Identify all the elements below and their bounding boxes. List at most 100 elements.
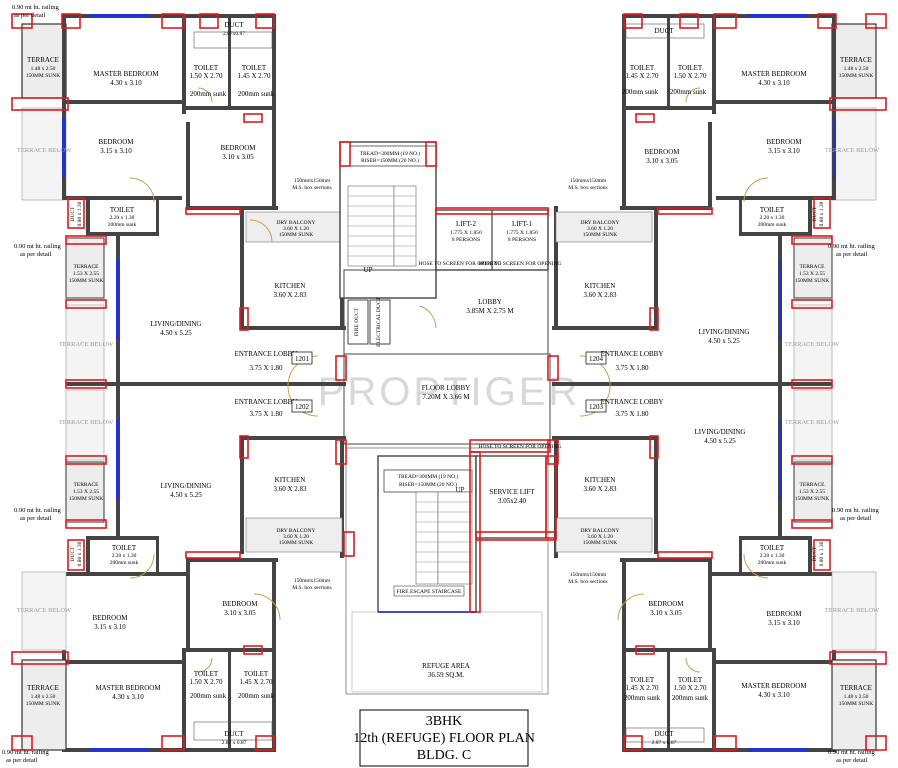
duct-side-br-name: DUCT: [812, 546, 818, 562]
railing-note-tr-2: as per detail: [836, 251, 868, 258]
terrace-mr-note: 150MM SUNK: [795, 278, 829, 284]
living-tl-name: LIVING/DINING: [151, 320, 202, 328]
dry-balcony-br-size: 3.60 X 1.20: [587, 534, 613, 540]
terrace-bl-note: 150MM SUNK: [26, 701, 60, 707]
toilet-tr-c-note: 200mm sunk: [758, 222, 787, 228]
railing-note-br-1: 0.90 mt ht. railing: [832, 507, 880, 514]
master-bedroom-bl-name: MASTER BEDROOM: [95, 684, 161, 692]
stair-bottom-up: UP: [456, 486, 465, 494]
terrace-below-tr: TERRACE BELOW: [825, 147, 880, 154]
floor-lobby-name: FLOOR LOBBY: [422, 384, 470, 392]
bedroom-tl-a-name: BEDROOM: [98, 138, 134, 146]
dry-balcony-tl-note: 150MM SUNK: [279, 232, 313, 238]
refuge-area-size: 36.59 SQ.M.: [428, 671, 464, 679]
lift2-persons: 8 PERSONS: [452, 237, 480, 243]
terrace-ml-note: 150MM SUNK: [69, 278, 103, 284]
railing-note-bl-1: 0.90 mt ht. railing: [2, 749, 50, 756]
lobby-name: LOBBY: [478, 298, 502, 306]
toilet-tr-c-size: 2.20 x 1.30: [760, 215, 785, 221]
master-bedroom-tl-size: 4.30 x 3.10: [110, 79, 142, 87]
bedroom-br-b-size: 3.10 x 3.05: [650, 609, 682, 617]
master-bedroom-tr-name: MASTER BEDROOM: [741, 70, 807, 78]
bedroom-tr-a-name: BEDROOM: [766, 138, 802, 146]
railing-note-bml-1: 0.90 mt ht. railing: [14, 507, 62, 514]
railing-note-br-2: as per detail: [840, 515, 872, 522]
bedroom-bl-b-name: BEDROOM: [222, 600, 258, 608]
dry-balcony-tr-name: DRY BALCONY: [580, 220, 619, 226]
entrance-lobby-tl-size: 3.75 X 1.80: [249, 364, 283, 372]
hose-note-3: HOSE TO SCREEN FOR OPENING: [479, 444, 562, 450]
duct-tr-name: DUCT: [654, 27, 674, 35]
bedroom-bl-a-size: 3.15 x 3.10: [94, 623, 126, 631]
duct-br-name: DUCT: [654, 730, 674, 738]
toilet-tl-a-name: TOILET: [194, 64, 219, 72]
bedroom-bl-b-size: 3.10 x 3.05: [224, 609, 256, 617]
dry-balcony-tl-name: DRY BALCONY: [276, 220, 315, 226]
terrace-mr-name: TERRACE: [799, 264, 825, 270]
bedroom-bl-a-name: BEDROOM: [92, 614, 128, 622]
railing-note-tl-1: 0.90 mt ht. railing: [12, 4, 60, 11]
dry-balcony-bl-size: 3.60 X 1.20: [283, 534, 309, 540]
terrace-bml-name: TERRACE: [73, 482, 99, 488]
terrace-tl-size: 1.48 x 2.50: [31, 66, 56, 72]
ms-box-tr-2: M.S. box sections: [568, 185, 607, 191]
fire-duct: FIRE DUCT: [354, 307, 360, 336]
toilet-br-b-name: TOILET: [630, 676, 655, 684]
dry-balcony-tr-size: 3.60 X 1.20: [587, 226, 613, 232]
railing-note-ml-2: as per detail: [20, 251, 52, 258]
duct-tl-size: 2.87x0.87: [223, 31, 245, 37]
stair-bottom-tread: TREAD=300MM (19 NO.): [398, 473, 459, 480]
flat-number-1202: 1202: [295, 403, 310, 411]
stair-top-up: UP: [364, 266, 373, 274]
toilet-br-b-size: 1.45 X 2.70: [625, 684, 659, 692]
bedroom-tl-a-size: 3.15 x 3.10: [100, 147, 132, 155]
master-bedroom-br-name: MASTER BEDROOM: [741, 682, 807, 690]
duct-bl-size: 2.87 x 0.87: [222, 740, 247, 746]
toilet-br-c-name: TOILET: [760, 544, 785, 552]
entrance-lobby-tl-name: ENTRANCE LOBBY: [235, 350, 298, 358]
bedroom-br-a-size: 3.15 x 3.10: [768, 619, 800, 627]
terrace-br-size: 1.48 x 2.50: [844, 694, 869, 700]
duct-bl-name: DUCT: [224, 730, 244, 738]
railing-note-bml-2: as per detail: [20, 515, 52, 522]
watermark: PROPTIGER: [318, 370, 581, 414]
terrace-ml-name: TERRACE: [73, 264, 99, 270]
railing-note-ml-1: 0.90 mt ht. railing: [14, 243, 62, 250]
entrance-lobby-br-size: 3.75 X 1.80: [615, 410, 649, 418]
duct-side-tr-name: DUCT: [812, 206, 818, 222]
structural-columns: [11, 13, 887, 751]
lift1-size: 1.775 X 1.850: [506, 230, 538, 236]
hose-note-1: HOSE TO SCREEN FOR OPENING: [419, 261, 502, 267]
toilet-tl-c-name: TOILET: [110, 206, 135, 214]
duct-side-tl-name: DUCT: [70, 206, 76, 222]
right-wing: [552, 14, 877, 752]
terrace-bl-name: TERRACE: [27, 684, 59, 692]
duct-tl-name: DUCT: [224, 21, 244, 29]
terrace-below-mr-1: TERRACE BELOW: [785, 341, 840, 348]
dry-balcony-br-name: DRY BALCONY: [580, 528, 619, 534]
flat-number-1203: 1203: [589, 403, 604, 411]
toilet-tr-c-name: TOILET: [760, 206, 785, 214]
master-bedroom-tr-size: 4.30 x 3.10: [758, 79, 790, 87]
ms-box-tr-1: 150mmx150mm: [570, 178, 607, 184]
kitchen-tr-size: 3.60 X 2.83: [583, 291, 617, 299]
toilet-bl-b-note: 200mm sunk: [238, 692, 275, 700]
kitchen-tr-name: KITCHEN: [585, 282, 616, 290]
service-lift-size: 3.05x2.40: [498, 497, 527, 505]
stair-bottom-riser: RISER=150MM (20 NO.): [399, 481, 457, 488]
duct-side-tr-size: 0.80 x 1.30: [819, 201, 825, 226]
bedroom-tl-b-name: BEDROOM: [220, 144, 256, 152]
kitchen-bl-size: 3.60 X 2.83: [273, 485, 307, 493]
terrace-below-bl: TERRACE BELOW: [17, 607, 72, 614]
terrace-br-name: TERRACE: [840, 684, 872, 692]
toilet-bl-a-name: TOILET: [194, 670, 219, 678]
service-lift-name: SERVICE LIFT: [489, 488, 535, 496]
living-br-name: LIVING/DINING: [695, 428, 746, 436]
ms-box-bl-2: M.S. box sections: [292, 585, 331, 591]
plan-title-line1: 3BHK: [426, 714, 463, 729]
terrace-tr-name: TERRACE: [840, 56, 872, 64]
floor-lobby-size: 7.20M X 3.66 M: [422, 393, 470, 401]
terrace-tr-size: 1.48 x 2.50: [844, 66, 869, 72]
entrance-lobby-tr-name: ENTRANCE LOBBY: [601, 350, 664, 358]
terrace-mr-size: 1.53 X 2.55: [799, 271, 825, 277]
